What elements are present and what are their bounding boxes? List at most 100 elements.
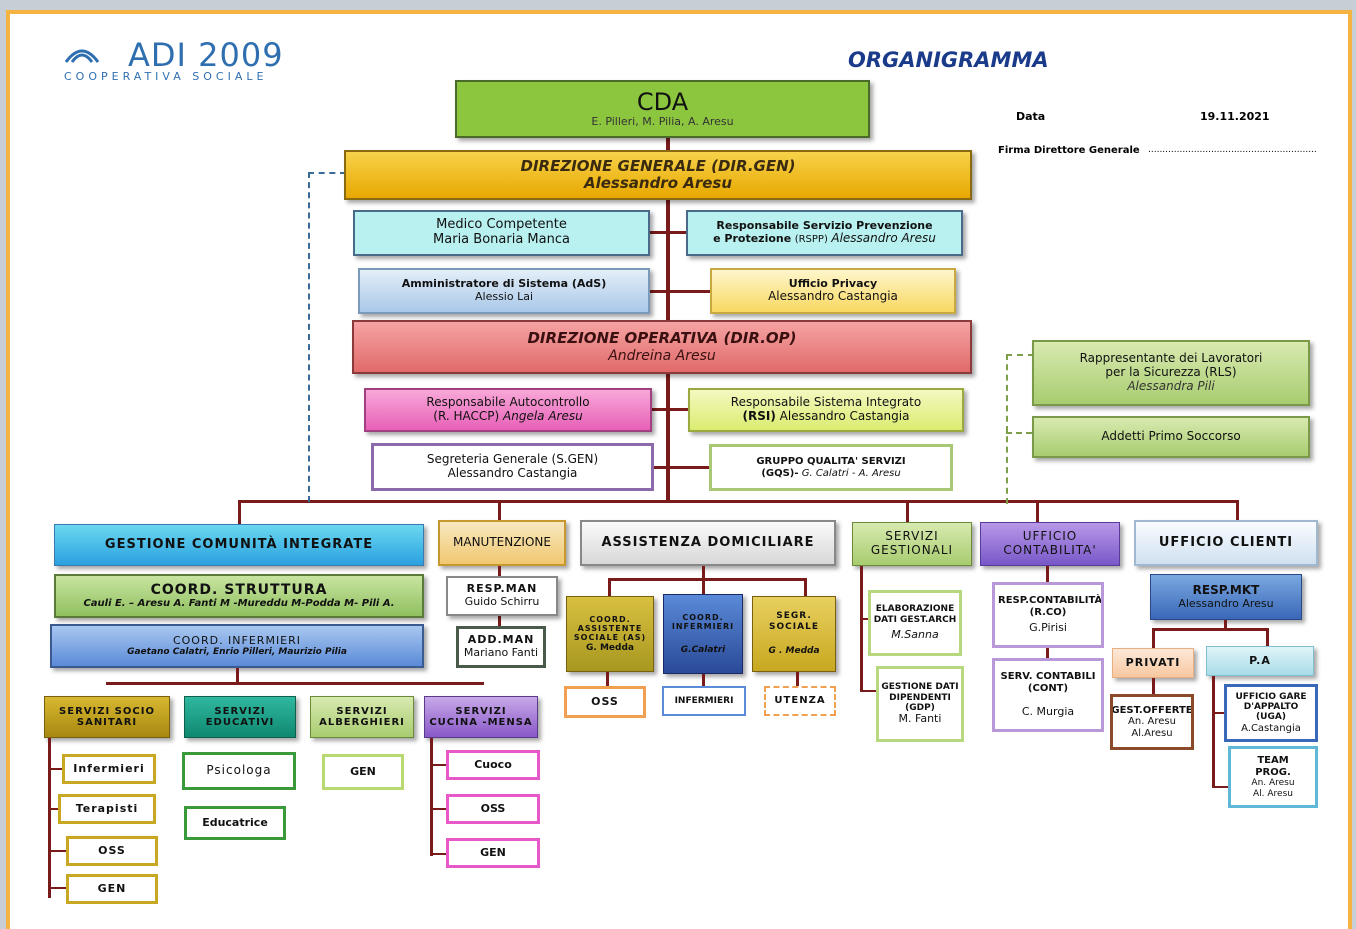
rls-name: Alessandra Pili <box>1127 378 1215 393</box>
ad-infermieri-box: INFERMIERI <box>662 686 746 716</box>
se-title: SERVIZI EDUCATIVI <box>205 705 275 729</box>
cda-box: CDA E. Pilleri, M. Pilia, A. Aresu <box>455 80 870 138</box>
dir-op-box: DIREZIONE OPERATIVA (DIR.OP) Andreina Ar… <box>352 320 972 374</box>
ad-drop-1 <box>608 578 611 596</box>
signature-label: Firma Direttore Generale <box>998 145 1140 156</box>
dashed-connector-left <box>308 172 346 502</box>
resp-man-name: Guido Schirru <box>464 595 540 608</box>
segr-box: SEGR. SOCIALE G . Medda <box>752 596 836 672</box>
mkt-name: Alessandro Aresu <box>1178 596 1274 610</box>
primo-soccorso-title: Addetti Primo Soccorso <box>1101 429 1241 444</box>
rco-title: RESP.CONTABILITÀ (R.CO) <box>998 595 1103 618</box>
logo-name: ADI 2009 <box>128 36 284 74</box>
sa-box: SERVIZI ALBERGHIERI <box>310 696 414 738</box>
scm-branch-3 <box>430 853 446 855</box>
ad-drop-2 <box>702 578 705 594</box>
sg-item-2-name: M. Fanti <box>898 712 942 726</box>
sss-branch-4 <box>48 887 66 889</box>
coord-inf-ad-title: COORD. INFERMIERI <box>671 612 735 631</box>
ucl-stem <box>1224 620 1227 630</box>
gqs-title: GRUPPO QUALITA' SERVIZI <box>756 456 906 467</box>
scm-branch-2 <box>430 808 446 810</box>
mkt-title: RESP.MKT <box>1192 582 1260 597</box>
ad-drop-3 <box>804 578 807 596</box>
sgen-title: Segreteria Generale (S.GEN) <box>426 452 599 467</box>
coord-as-name: G. Medda <box>586 642 634 653</box>
pa-branch-1 <box>1212 712 1224 714</box>
mkt-box: RESP.MKT Alessandro Aresu <box>1150 574 1302 620</box>
rspp-title: Responsabile Servizio Prevenzione <box>716 218 933 232</box>
privati-box: PRIVATI <box>1112 648 1194 678</box>
sss-branch-1 <box>48 768 62 770</box>
haccp-title: Responsabile Autocontrollo <box>426 395 590 410</box>
scm-stem <box>430 738 433 856</box>
ad-utenza-box: UTENZA <box>764 686 836 716</box>
ucl-box: UFFICIO CLIENTI <box>1134 520 1318 566</box>
connector-medico <box>650 231 686 234</box>
rco-name: G.Pirisi <box>1029 621 1067 635</box>
medico-title: Medico Competente <box>436 217 567 233</box>
sg-branch-2 <box>860 690 876 692</box>
sss-item: OSS <box>66 836 158 866</box>
rsi-title: Responsabile Sistema Integrato <box>730 395 922 410</box>
drop-uc <box>1036 500 1039 522</box>
ad-hline <box>608 578 806 581</box>
ads-name: Alessio Lai <box>474 290 534 303</box>
logo-tagline: COOPERATIVA SOCIALE <box>64 70 268 83</box>
gqs-code: (GQS)- <box>761 467 799 479</box>
drop-sg <box>906 500 909 522</box>
sss-stem <box>48 738 51 898</box>
privacy-box: Ufficio Privacy Alessandro Castangia <box>710 268 956 314</box>
uga-title: UFFICIO GARE D'APPALTO (UGA) <box>1235 691 1307 723</box>
logo-arcs-icon <box>64 49 100 63</box>
sss-branch-3 <box>48 850 66 852</box>
sss-item-label: Infermieri <box>73 761 145 775</box>
pa-box: P.A <box>1206 646 1314 676</box>
ucl-hline <box>1152 628 1268 631</box>
gest-off-box: GEST.OFFERTE An. Aresu Al.Aresu <box>1110 694 1194 750</box>
gest-off-names: An. Aresu Al.Aresu <box>1128 716 1176 739</box>
sgen-name: Alessandro Castangia <box>447 466 578 480</box>
gci-services-drop <box>236 668 239 684</box>
scm-branch-1 <box>430 764 446 766</box>
uc-stem <box>1046 566 1049 582</box>
rspp-line2: e Protezione <box>713 232 792 246</box>
uc-stem-2 <box>1046 648 1049 658</box>
rspp-box: Responsabile Servizio Prevenzione e Prot… <box>686 210 963 256</box>
rsi-name: Alessandro Castangia <box>779 409 910 423</box>
rsi-line2-row: (RSI) Alessandro Castangia <box>742 409 910 424</box>
rsi-code: (RSI) <box>742 409 776 423</box>
coord-inf-ad-name: G.Calatri <box>680 645 726 656</box>
se-item-label: Psicologa <box>206 763 272 778</box>
pa-title: P.A <box>1249 653 1271 667</box>
coord-infermieri-box: COORD. INFERMIERI Gaetano Calatri, Enrio… <box>50 624 424 668</box>
dir-gen-box: DIREZIONE GENERALE (DIR.GEN) Alessandro … <box>344 150 972 200</box>
man-box: MANUTENZIONE <box>438 520 566 566</box>
scm-item-label: OSS <box>480 801 506 815</box>
team-box: TEAM PROG. An. Aresu Al. Aresu <box>1228 746 1318 808</box>
uc-title: UFFICIO CONTABILITA' <box>1003 529 1097 557</box>
rspp-line2-row: e Protezione (RSPP) Alessandro Aresu <box>713 232 936 246</box>
sss-item: Terapisti <box>58 794 156 824</box>
dashed-connector-primo-soccorso <box>1006 432 1032 436</box>
ucl-drop-privati <box>1152 628 1155 648</box>
main-horizontal-line <box>238 500 1238 503</box>
sss-item: Infermieri <box>62 754 156 784</box>
page-title: ORGANIGRAMMA <box>848 48 1049 72</box>
utenza-drop <box>796 672 799 686</box>
sss-item-label: OSS <box>98 843 126 857</box>
scm-item: OSS <box>446 794 540 824</box>
ad-title: ASSISTENZA DOMICILIARE <box>601 534 815 550</box>
scm-box: SERVIZI CUCINA -MENSA <box>424 696 538 738</box>
sa-item: GEN <box>322 754 404 790</box>
sss-title: SERVIZI SOCIO SANITARI <box>59 705 155 729</box>
signature-line: ........................................… <box>1148 145 1317 155</box>
privati-title: PRIVATI <box>1125 655 1181 669</box>
sss-branch-2 <box>48 808 58 810</box>
coord-infermieri-names: Gaetano Calatri, Enrio Pilleri, Maurizio… <box>127 647 347 658</box>
add-man-name: Mariano Fanti <box>463 646 539 659</box>
scm-item-label: GEN <box>480 845 506 859</box>
se-item: Psicologa <box>182 752 296 790</box>
se-item-label: Educatrice <box>202 815 268 829</box>
sg-item-1-title: ELABORAZIONE DATI GEST.ARCH <box>873 604 957 625</box>
